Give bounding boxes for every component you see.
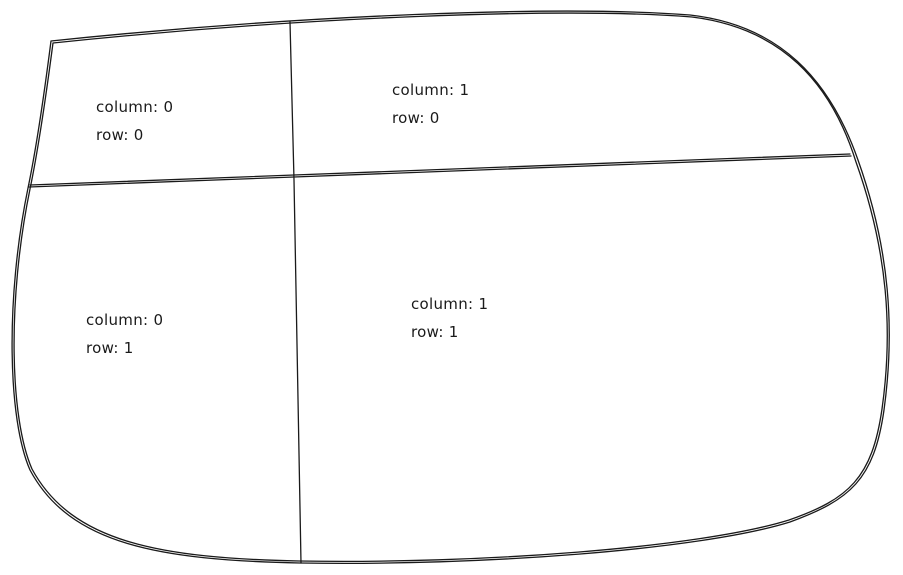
column-divider <box>289 21 302 564</box>
cell-column-1-row-0: column: 1 row: 0 <box>392 76 469 132</box>
cell-column-0-row-1: column: 0 row: 1 <box>86 306 163 362</box>
column-label: column: 1 <box>392 81 470 99</box>
grid-outline <box>11 10 890 565</box>
cell-column-1-row-1: column: 1 row: 1 <box>411 290 488 346</box>
row-label: row: 0 <box>96 126 144 144</box>
grid-outline-sketch <box>13 12 888 563</box>
row-divider-sketch <box>29 153 851 186</box>
column-label: column: 0 <box>86 311 164 329</box>
row-label: row: 1 <box>411 323 459 341</box>
column-label: column: 0 <box>96 98 174 116</box>
row-label: row: 0 <box>392 109 440 127</box>
column-label: column: 1 <box>411 295 489 313</box>
row-divider <box>28 155 852 188</box>
cell-column-0-row-0: column: 0 row: 0 <box>96 93 173 149</box>
row-label: row: 1 <box>86 339 134 357</box>
